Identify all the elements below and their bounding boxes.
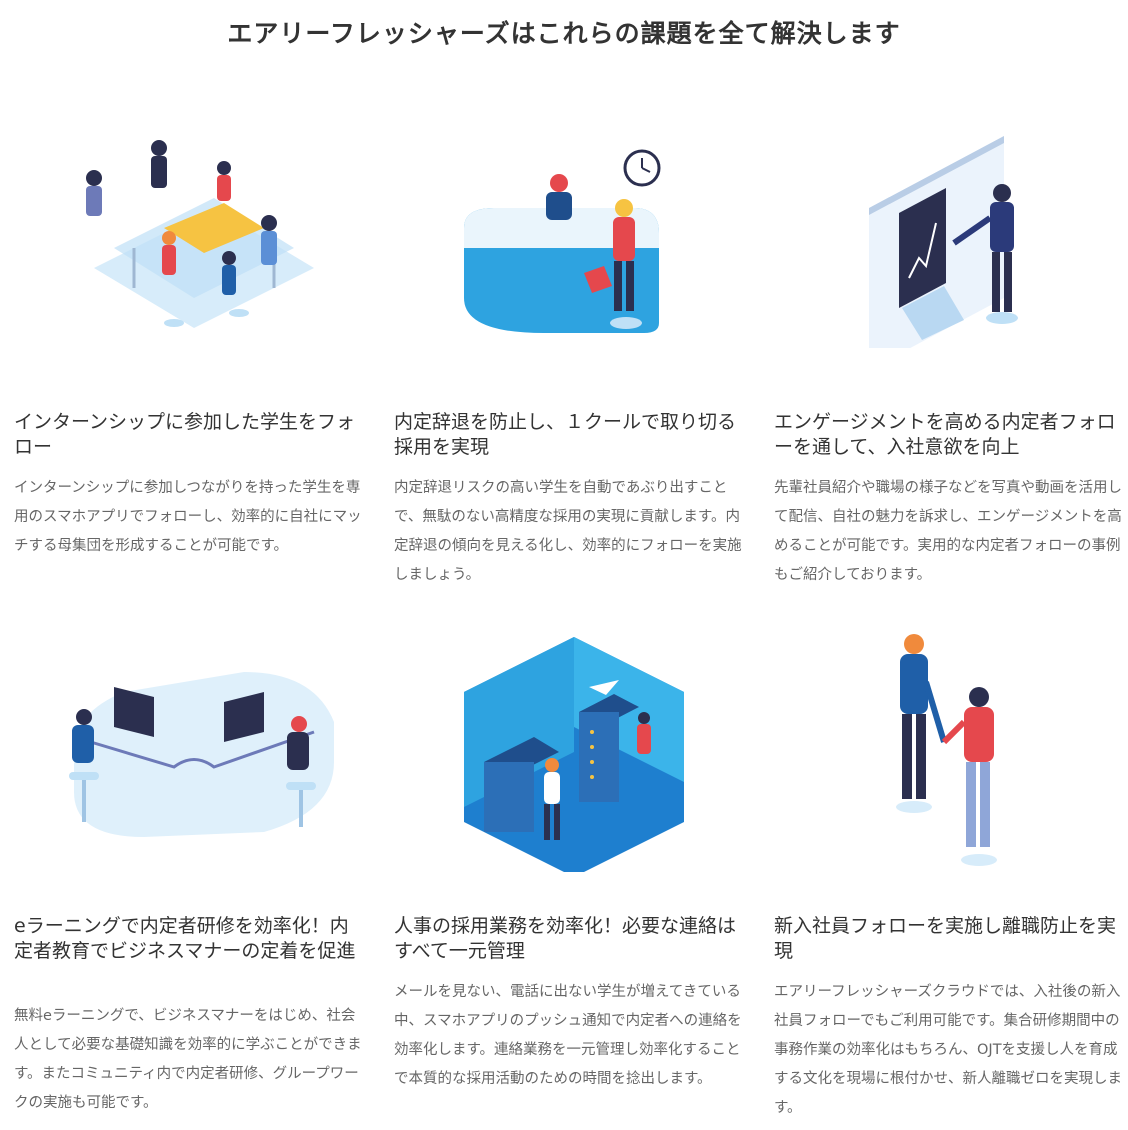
- feature-card-decline-prevention: 内定辞退を防止し、１クールで取り切る採用を実現 内定辞退リスクの高い学生を自動で…: [394, 108, 746, 588]
- feature-title: インターンシップに参加した学生をフォロー: [14, 411, 356, 458]
- feature-title: eラーニングで内定者研修を効率化！内定者教育でビジネスマナーの定着を促進: [14, 915, 356, 962]
- feature-card-engagement: エンゲージメントを高める内定者フォローを通して、入社意欲を向上 先輩社員紹介や職…: [774, 108, 1126, 588]
- feature-title: 新入社員フォローを実施し離職防止を実現: [774, 915, 1117, 962]
- feature-description: インターンシップに参加しつながりを持った学生を専用のスマホアプリでフォローし、効…: [14, 480, 362, 554]
- reception-desk-illustration: [394, 108, 746, 348]
- feature-description: 無料eラーニングで、ビジネスマナーをはじめ、社会人として必要な基礎知識を効率的に…: [14, 1008, 362, 1111]
- feature-description: メールを見ない、電話に出ない学生が増えてきている中、スマホアプリのプッシュ通知で…: [394, 984, 742, 1087]
- team-meeting-illustration: [14, 108, 366, 348]
- feature-title: 内定辞退を防止し、１クールで取り切る採用を実現: [394, 411, 737, 458]
- feature-description: エアリーフレッシャーズクラウドでは、入社後の新入社員フォローでもご利用可能です。…: [774, 984, 1122, 1116]
- feature-card-new-employee: 新入社員フォローを実施し離職防止を実現 エアリーフレッシャーズクラウドでは、入社…: [774, 632, 1126, 1122]
- section-heading: エアリーフレッシャーズはこれらの課題を全て解決します: [227, 19, 901, 48]
- feature-title: 人事の採用業務を効率化！必要な連絡はすべて一元管理: [394, 915, 737, 962]
- feature-description: 先輩社員紹介や職場の様子などを写真や動画を活用して配信、自社の魅力を訴求し、エン…: [774, 480, 1122, 583]
- feature-card-hr-efficiency: 人事の採用業務を効率化！必要な連絡はすべて一元管理 メールを見ない、電話に出ない…: [394, 632, 746, 1122]
- server-room-illustration: [394, 632, 746, 872]
- handshake-illustration: [774, 632, 1126, 872]
- feature-card-internship: インターンシップに参加した学生をフォロー インターンシップに参加しつながりを持っ…: [14, 108, 366, 588]
- e-learning-desk-illustration: [14, 632, 366, 872]
- feature-title: エンゲージメントを高める内定者フォローを通して、入社意欲を向上: [774, 411, 1116, 458]
- feature-card-e-learning: eラーニングで内定者研修を効率化！内定者教育でビジネスマナーの定着を促進 無料e…: [14, 632, 366, 1122]
- presentation-board-illustration: [774, 108, 1126, 348]
- feature-description: 内定辞退リスクの高い学生を自動であぶり出すことで、無駄のない高精度な採用の実現に…: [394, 480, 742, 583]
